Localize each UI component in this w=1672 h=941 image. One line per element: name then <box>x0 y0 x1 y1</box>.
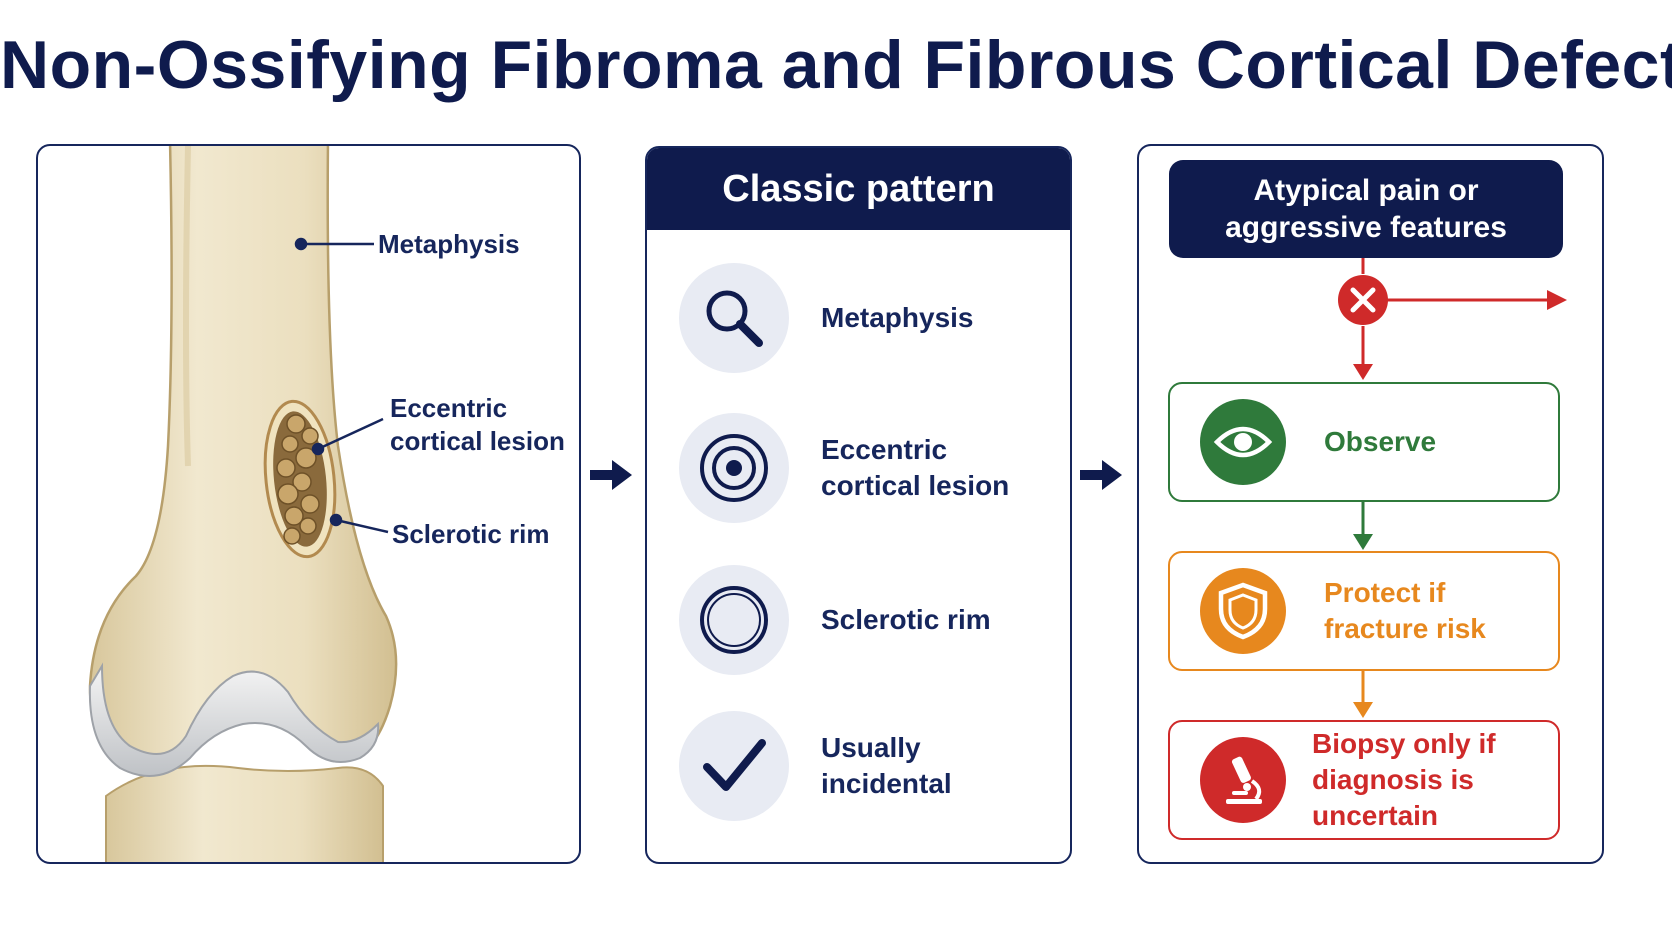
anatomy-panel: Metaphysis Eccentric cortical lesion Scl… <box>36 144 581 864</box>
eye-icon <box>1200 399 1286 485</box>
classic-item-label: Metaphysis <box>821 302 974 333</box>
arrow-right-icon <box>590 460 632 490</box>
leader-lines <box>294 237 389 534</box>
classic-item-incidental: Usually incidental <box>679 710 1059 822</box>
tibia-shape <box>105 765 384 862</box>
biopsy-step: Biopsy only if diagnosis is uncertain <box>1168 720 1560 840</box>
management-panel: Atypical pain or aggressive features Obs… <box>1137 144 1604 864</box>
classic-pattern-header: Classic pattern <box>647 148 1070 230</box>
biopsy-label: Biopsy only if diagnosis is uncertain <box>1312 728 1496 831</box>
label-eccentric-line1: Eccentric <box>390 393 508 423</box>
shaft-shading <box>183 146 191 467</box>
close-icon <box>1338 275 1388 325</box>
classic-item-eccentric: Eccentric cortical lesion <box>679 412 1059 524</box>
arrow-right-icon <box>1080 460 1122 490</box>
cartilage-shape <box>88 662 380 777</box>
observe-label: Observe <box>1324 426 1437 457</box>
classic-item-label: Eccentric cortical lesion <box>821 434 1010 501</box>
protect-label: Protect if fracture risk <box>1324 577 1486 644</box>
flow-connectors <box>1353 258 1567 718</box>
page-title: Non-Ossifying Fibroma and Fibrous Cortic… <box>0 27 1672 103</box>
check-icon <box>679 711 789 821</box>
shield-icon <box>1200 568 1286 654</box>
classic-item-label: Sclerotic rim <box>821 604 991 635</box>
label-eccentric-line2: cortical lesion <box>390 426 565 456</box>
magnifier-icon <box>679 263 789 373</box>
atypical-features-header: Atypical pain or aggressive features <box>1169 160 1563 258</box>
label-sclerotic-rim: Sclerotic rim <box>392 519 550 549</box>
classic-item-metaphysis: Metaphysis <box>679 262 1059 374</box>
ring-icon <box>679 565 789 675</box>
protect-step: Protect if fracture risk <box>1168 551 1560 671</box>
microscope-icon <box>1200 737 1286 823</box>
lesion-cells <box>276 414 320 545</box>
classic-item-sclerotic-rim: Sclerotic rim <box>679 564 1059 676</box>
observe-step: Observe <box>1168 382 1560 502</box>
label-eccentric-lesion: Eccentric cortical lesion <box>390 392 565 458</box>
femur-illustration <box>88 146 398 862</box>
classic-pattern-panel: Classic pattern Metaphysis Eccentric cor… <box>645 146 1072 864</box>
classic-item-label: Usually incidental <box>821 732 952 799</box>
target-icon <box>679 413 789 523</box>
label-metaphysis: Metaphysis <box>378 229 520 259</box>
